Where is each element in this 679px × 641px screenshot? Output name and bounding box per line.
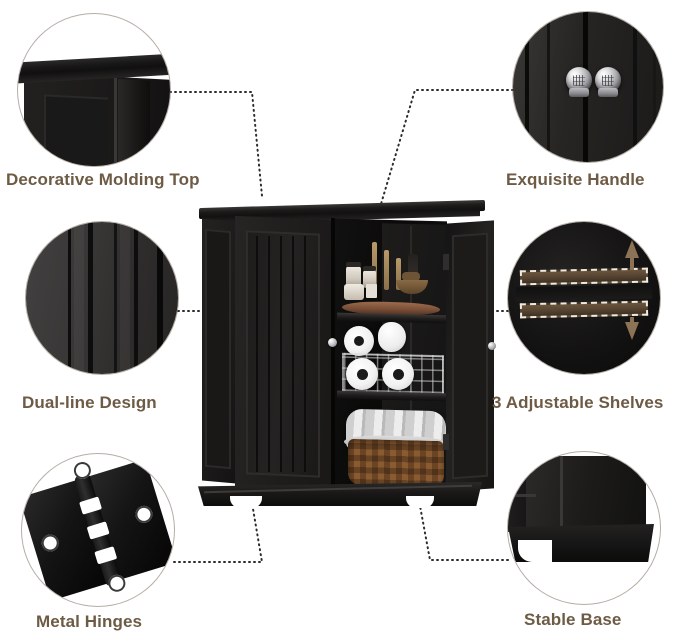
- shelf-bar: [519, 267, 649, 286]
- label-tag: [366, 284, 377, 298]
- hinge-assembly: [22, 454, 174, 606]
- body-seam: [560, 456, 563, 532]
- label-exquisite-handle: Exquisite Handle: [506, 170, 645, 189]
- panel-highlight: [120, 222, 130, 374]
- base-cutout: [406, 496, 434, 508]
- panel-groove: [547, 12, 550, 162]
- metal-hinges-icon: [22, 454, 174, 606]
- label-dual-line-design: Dual-line Design: [22, 393, 157, 412]
- dual-line-groove: [157, 222, 163, 374]
- door-bead-line: [268, 235, 270, 473]
- exquisite-handle-icon: [513, 12, 663, 162]
- chrome-knob-icon: [595, 67, 621, 97]
- cabinet-left-side-frame: [205, 228, 231, 470]
- product-cabinet: [196, 196, 496, 508]
- panel-groove: [633, 12, 637, 162]
- cabinet-corner-edge: [114, 77, 117, 166]
- roll-core: [393, 369, 404, 380]
- base-cutout: [230, 496, 262, 508]
- wicker-basket: [348, 438, 444, 488]
- roll-core: [357, 369, 368, 380]
- door-bead-line: [256, 235, 258, 473]
- dual-line-groove: [88, 222, 93, 374]
- label-metal-hinges: Metal Hinges: [36, 612, 143, 631]
- panel-groove: [653, 12, 656, 162]
- panel-highlight: [74, 222, 84, 374]
- soap-bar: [344, 284, 364, 300]
- decorative-molding-top-icon: [18, 14, 170, 166]
- knob-stem: [598, 88, 618, 97]
- label-stable-base: Stable Base: [524, 610, 622, 629]
- shelf-bar: [519, 300, 649, 319]
- decor-bottle: [408, 254, 418, 288]
- label-adjustable-shelves: 3 Adjustable Shelves: [492, 393, 664, 412]
- dual-line-groove: [114, 222, 117, 374]
- knob-facets: [573, 75, 585, 86]
- knob-facets: [602, 75, 614, 86]
- shelf-gap: [515, 284, 653, 302]
- candle: [396, 258, 401, 290]
- arrow-up-icon: [625, 240, 639, 258]
- arrow-up-stem: [630, 256, 634, 270]
- dual-line-design-icon: [26, 222, 178, 374]
- adjustable-shelves-icon: [508, 222, 660, 374]
- storage-jar: [346, 262, 361, 288]
- wooden-brush: [402, 272, 420, 281]
- toilet-paper-roll: [378, 322, 406, 352]
- jar-lid: [346, 262, 361, 267]
- arrow-down-stem: [630, 317, 634, 325]
- cabinet-knob-left: [328, 338, 337, 347]
- cabinet-front-panel: [44, 94, 108, 166]
- cabinet-right-door-inset: [452, 232, 488, 480]
- storage-jar: [363, 266, 376, 288]
- cabinet-side-shape: [118, 79, 150, 166]
- wooden-bowl: [396, 280, 428, 294]
- cabinet-knob-right: [488, 342, 496, 350]
- dual-line-groove: [68, 222, 71, 374]
- door-bead-line: [292, 235, 294, 473]
- panel-groove: [525, 12, 529, 162]
- candle: [384, 250, 389, 290]
- chrome-knob-icon: [566, 67, 592, 97]
- door-hinge: [443, 253, 449, 271]
- cabinet-lower-body: [526, 456, 646, 532]
- door-bead-line: [304, 235, 306, 473]
- door-hinge: [443, 433, 449, 451]
- roll-core: [354, 336, 364, 346]
- stable-base-icon: [508, 452, 660, 604]
- door-bead-line: [280, 235, 282, 473]
- label-decorative-molding-top: Decorative Molding Top: [6, 170, 200, 189]
- arrow-down-icon: [625, 322, 639, 340]
- jar-lid: [363, 266, 376, 271]
- base-arch-cutout: [518, 540, 552, 562]
- body-notch: [514, 494, 536, 497]
- dual-line-groove: [134, 222, 138, 374]
- knob-stem: [569, 88, 589, 97]
